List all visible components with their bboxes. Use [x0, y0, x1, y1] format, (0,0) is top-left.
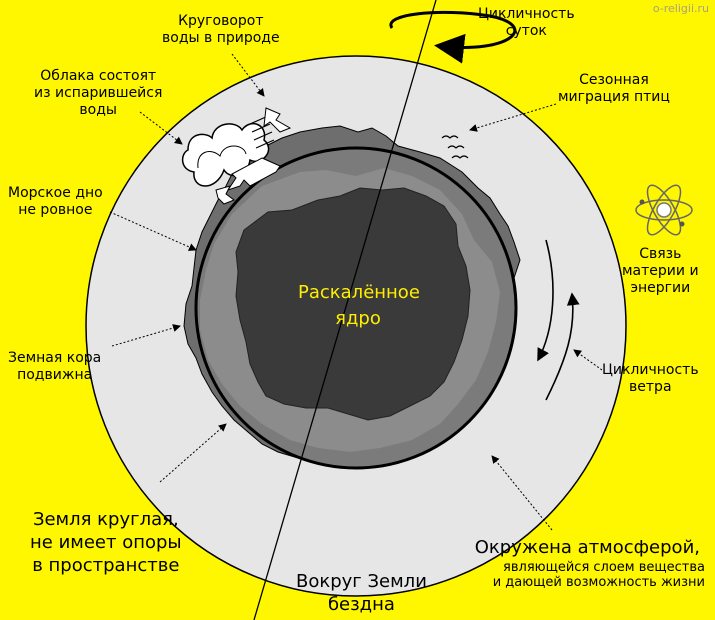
precipitation-arrow-icon — [226, 157, 281, 191]
label-atmosphere-sub: являющейся слоем вещества и дающей возмо… — [492, 560, 705, 590]
pointer-wind — [573, 349, 603, 371]
label-seabed: Морское дно не ровное — [8, 185, 103, 218]
label-atmosphere-title: Окружена атмосферой, — [474, 537, 700, 558]
core-label-text: Раскалённое ядро — [298, 282, 420, 329]
return-arrow-icon — [215, 185, 236, 205]
atom-icon — [635, 184, 693, 236]
rain-icon — [249, 115, 275, 149]
label-round: Земля круглая, не имеет опоры в простран… — [30, 509, 182, 576]
rotation-arrow — [389, 10, 517, 64]
label-birds: Сезонная миграция птиц — [558, 72, 670, 105]
label-crust: Земная кора подвижна — [8, 350, 102, 383]
wind-arrow-up-icon — [545, 292, 580, 401]
wind-arrow-down-icon — [537, 239, 554, 362]
label-wind: Цикличность ветра — [602, 362, 699, 395]
pointer-clouds — [139, 111, 183, 145]
earth-axis — [253, 0, 437, 620]
label-clouds: Облака состоят из испарившейся воды — [34, 68, 163, 118]
label-energy: Связь материи и энергии — [622, 246, 699, 296]
molten-core — [235, 187, 471, 421]
pointer-water-cycle — [231, 53, 265, 97]
label-water-cycle: Круговорот воды в природе — [162, 13, 280, 46]
birds-icon — [441, 135, 469, 159]
cloud-icon — [181, 122, 270, 187]
label-abyss: Вокруг Земли бездна — [296, 571, 427, 615]
core-label: Раскалённое ядро — [282, 280, 434, 332]
label-day: Цикличность суток — [478, 6, 575, 39]
watermark: o-religii.ru — [652, 2, 709, 15]
pointer-birds — [469, 103, 557, 132]
pointer-round — [159, 423, 227, 483]
evaporation-arrow-icon — [263, 107, 292, 133]
